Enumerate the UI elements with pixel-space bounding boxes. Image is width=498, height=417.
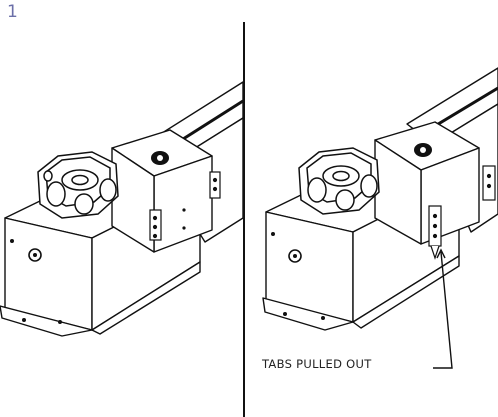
fixture-drawing-after — [262, 67, 498, 331]
panel-divider — [243, 22, 245, 417]
fixture-drawing-before — [0, 81, 243, 337]
flange-side — [352, 255, 460, 329]
junction-box — [298, 147, 380, 215]
flange-front — [262, 297, 354, 331]
tab-pulled-out — [428, 165, 496, 260]
callout-label: TABS PULLED OUT — [262, 357, 372, 371]
flange-side — [91, 261, 201, 335]
tab-retracted — [149, 171, 221, 241]
panel-before — [0, 0, 243, 417]
step-number: 1 — [7, 2, 18, 22]
panel-after — [245, 0, 498, 417]
junction-box — [37, 151, 119, 219]
